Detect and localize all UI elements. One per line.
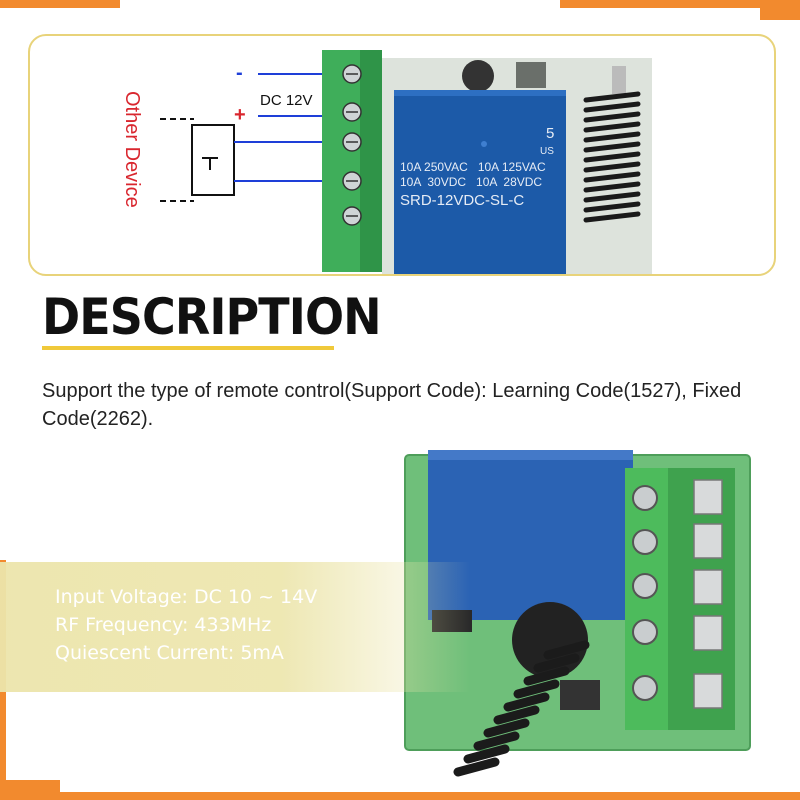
relay: 5 US 10A 250VAC 10A 125VAC 10A 30VDC 10A…: [394, 90, 566, 274]
wiring-diagram-panel: Other Device - + DC 12V: [28, 34, 776, 276]
relay-number: 5: [546, 125, 554, 142]
antenna-icon: [583, 66, 641, 223]
plus-sign: +: [234, 104, 246, 126]
description-text: Support the type of remote control(Suppo…: [42, 380, 742, 430]
spec-input-voltage: Input Voltage: DC 10 ~ 14V: [55, 586, 318, 608]
top-left-accent: [0, 0, 120, 8]
top-right-accent: [560, 0, 800, 20]
minus-sign: -: [236, 62, 243, 84]
other-device-label: Other Device: [121, 91, 143, 208]
relay-mark: US: [540, 146, 554, 157]
terminal-block: [322, 50, 382, 272]
relay-model: SRD-12VDC-SL-C: [400, 192, 524, 209]
relay-module-photo: [404, 450, 751, 777]
wiring-diagram: Other Device - + DC 12V: [121, 50, 652, 274]
specs-panel: Input Voltage: DC 10 ~ 14V RF Frequency:…: [0, 562, 470, 692]
antenna-coil-photo: [453, 640, 590, 777]
button-component: [516, 62, 546, 88]
spec-rf-frequency: RF Frequency: 433MHz: [55, 614, 272, 636]
bottom-accent: [0, 780, 800, 800]
section-title: DESCRIPTION: [42, 288, 382, 346]
capacitor: [462, 60, 494, 92]
spec-quiescent-current: Quiescent Current: 5mA: [55, 642, 284, 664]
device-switch-icon: [160, 118, 235, 202]
title-underline: [42, 346, 334, 350]
relay-rating-row2: 10A 30VDC 10A 28VDC: [400, 175, 542, 189]
dc-voltage-label: DC 12V: [260, 92, 313, 109]
relay-rating-row1: 10A 250VAC 10A 125VAC: [400, 160, 546, 174]
